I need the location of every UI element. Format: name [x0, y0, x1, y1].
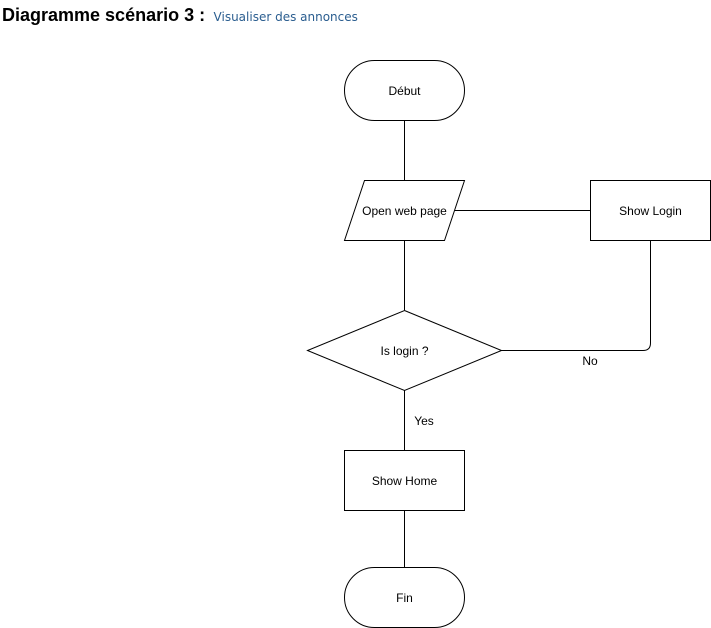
- node-show-home-label: Show Home: [372, 474, 438, 488]
- diagram-title: Diagramme scénario 3 :: [2, 5, 206, 25]
- edge-label-yes: Yes: [414, 414, 434, 428]
- terminator-shape: [344, 60, 465, 121]
- process-shape: [344, 450, 465, 511]
- node-is-login: Is login ?: [306, 309, 503, 392]
- node-open-web-page-label: Open web page: [362, 204, 447, 218]
- node-is-login-label: Is login ?: [380, 344, 428, 358]
- input-output-shape: [343, 180, 466, 241]
- node-end-label: Fin: [396, 591, 413, 605]
- node-open-web-page: Open web page: [343, 180, 466, 241]
- decision-shape: [306, 309, 503, 392]
- diagram-heading: Diagramme scénario 3 : Visualiser des an…: [2, 3, 358, 29]
- node-end: Fin: [344, 567, 465, 628]
- node-show-login: Show Login: [590, 180, 711, 241]
- node-start-label: Début: [388, 84, 421, 98]
- scenario-link[interactable]: Visualiser des annonces: [213, 10, 358, 24]
- edge-show-login-to-is-login: [501, 240, 651, 351]
- node-show-home: Show Home: [344, 450, 465, 511]
- edge-label-no: No: [582, 354, 598, 368]
- node-start: Début: [344, 60, 465, 121]
- node-show-login-label: Show Login: [619, 204, 682, 218]
